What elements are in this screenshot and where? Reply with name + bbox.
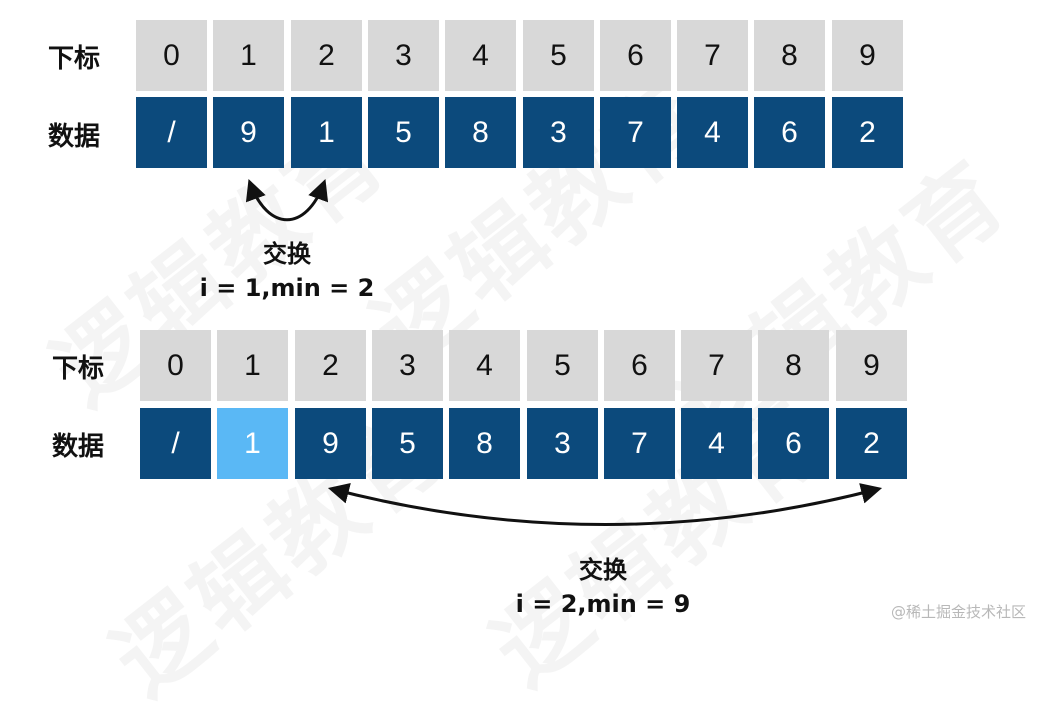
data-cell: 6 — [758, 408, 829, 479]
source-credit: @稀土掘金技术社区 — [890, 603, 1026, 621]
data-cell: 4 — [681, 408, 752, 479]
swap-arrows — [245, 179, 883, 526]
data-cell: / — [136, 97, 207, 168]
index-row-label: 下标 — [52, 354, 105, 384]
index-cell: 9 — [832, 20, 903, 91]
swap-caption: 交换 — [263, 240, 311, 268]
index-cell: 3 — [372, 330, 443, 401]
index-cell: 7 — [677, 20, 748, 91]
index-row-label: 下标 — [48, 44, 101, 74]
data-cell: 2 — [832, 97, 903, 168]
data-cell: 6 — [754, 97, 825, 168]
index-cell: 6 — [604, 330, 675, 401]
swap-arrow-2 — [327, 483, 883, 526]
index-cell: 5 — [527, 330, 598, 401]
data-cell: 9 — [295, 408, 366, 479]
index-cell: 7 — [681, 330, 752, 401]
index-cell: 3 — [368, 20, 439, 91]
data-cell-highlighted: 1 — [217, 408, 288, 479]
index-cell: 2 — [291, 20, 362, 91]
data-cell: 3 — [523, 97, 594, 168]
index-cell: 1 — [213, 20, 284, 91]
data-cell: 9 — [213, 97, 284, 168]
index-cell: 4 — [449, 330, 520, 401]
index-cell: 2 — [295, 330, 366, 401]
index-cell: 0 — [136, 20, 207, 91]
data-cell: 5 — [368, 97, 439, 168]
data-cell: 5 — [372, 408, 443, 479]
swap-caption: 交换 — [579, 556, 627, 584]
index-cell: 4 — [445, 20, 516, 91]
index-cell: 0 — [140, 330, 211, 401]
data-row-label: 数据 — [48, 122, 101, 152]
swap-arrow-1 — [245, 179, 329, 222]
data-cell: 2 — [836, 408, 907, 479]
data-cell: 4 — [677, 97, 748, 168]
data-cell: 1 — [291, 97, 362, 168]
index-cell: 1 — [217, 330, 288, 401]
condition-caption: i = 2,min = 9 — [515, 590, 691, 618]
index-cell: 6 — [600, 20, 671, 91]
data-cell: 7 — [604, 408, 675, 479]
index-cell: 5 — [523, 20, 594, 91]
data-cell: 8 — [445, 97, 516, 168]
index-cell: 9 — [836, 330, 907, 401]
data-cell: / — [140, 408, 211, 479]
data-row-label: 数据 — [52, 432, 105, 462]
index-cell: 8 — [754, 20, 825, 91]
data-cell: 7 — [600, 97, 671, 168]
condition-caption: i = 1,min = 2 — [199, 274, 375, 302]
data-cell: 8 — [449, 408, 520, 479]
index-cell: 8 — [758, 330, 829, 401]
data-cell: 3 — [527, 408, 598, 479]
